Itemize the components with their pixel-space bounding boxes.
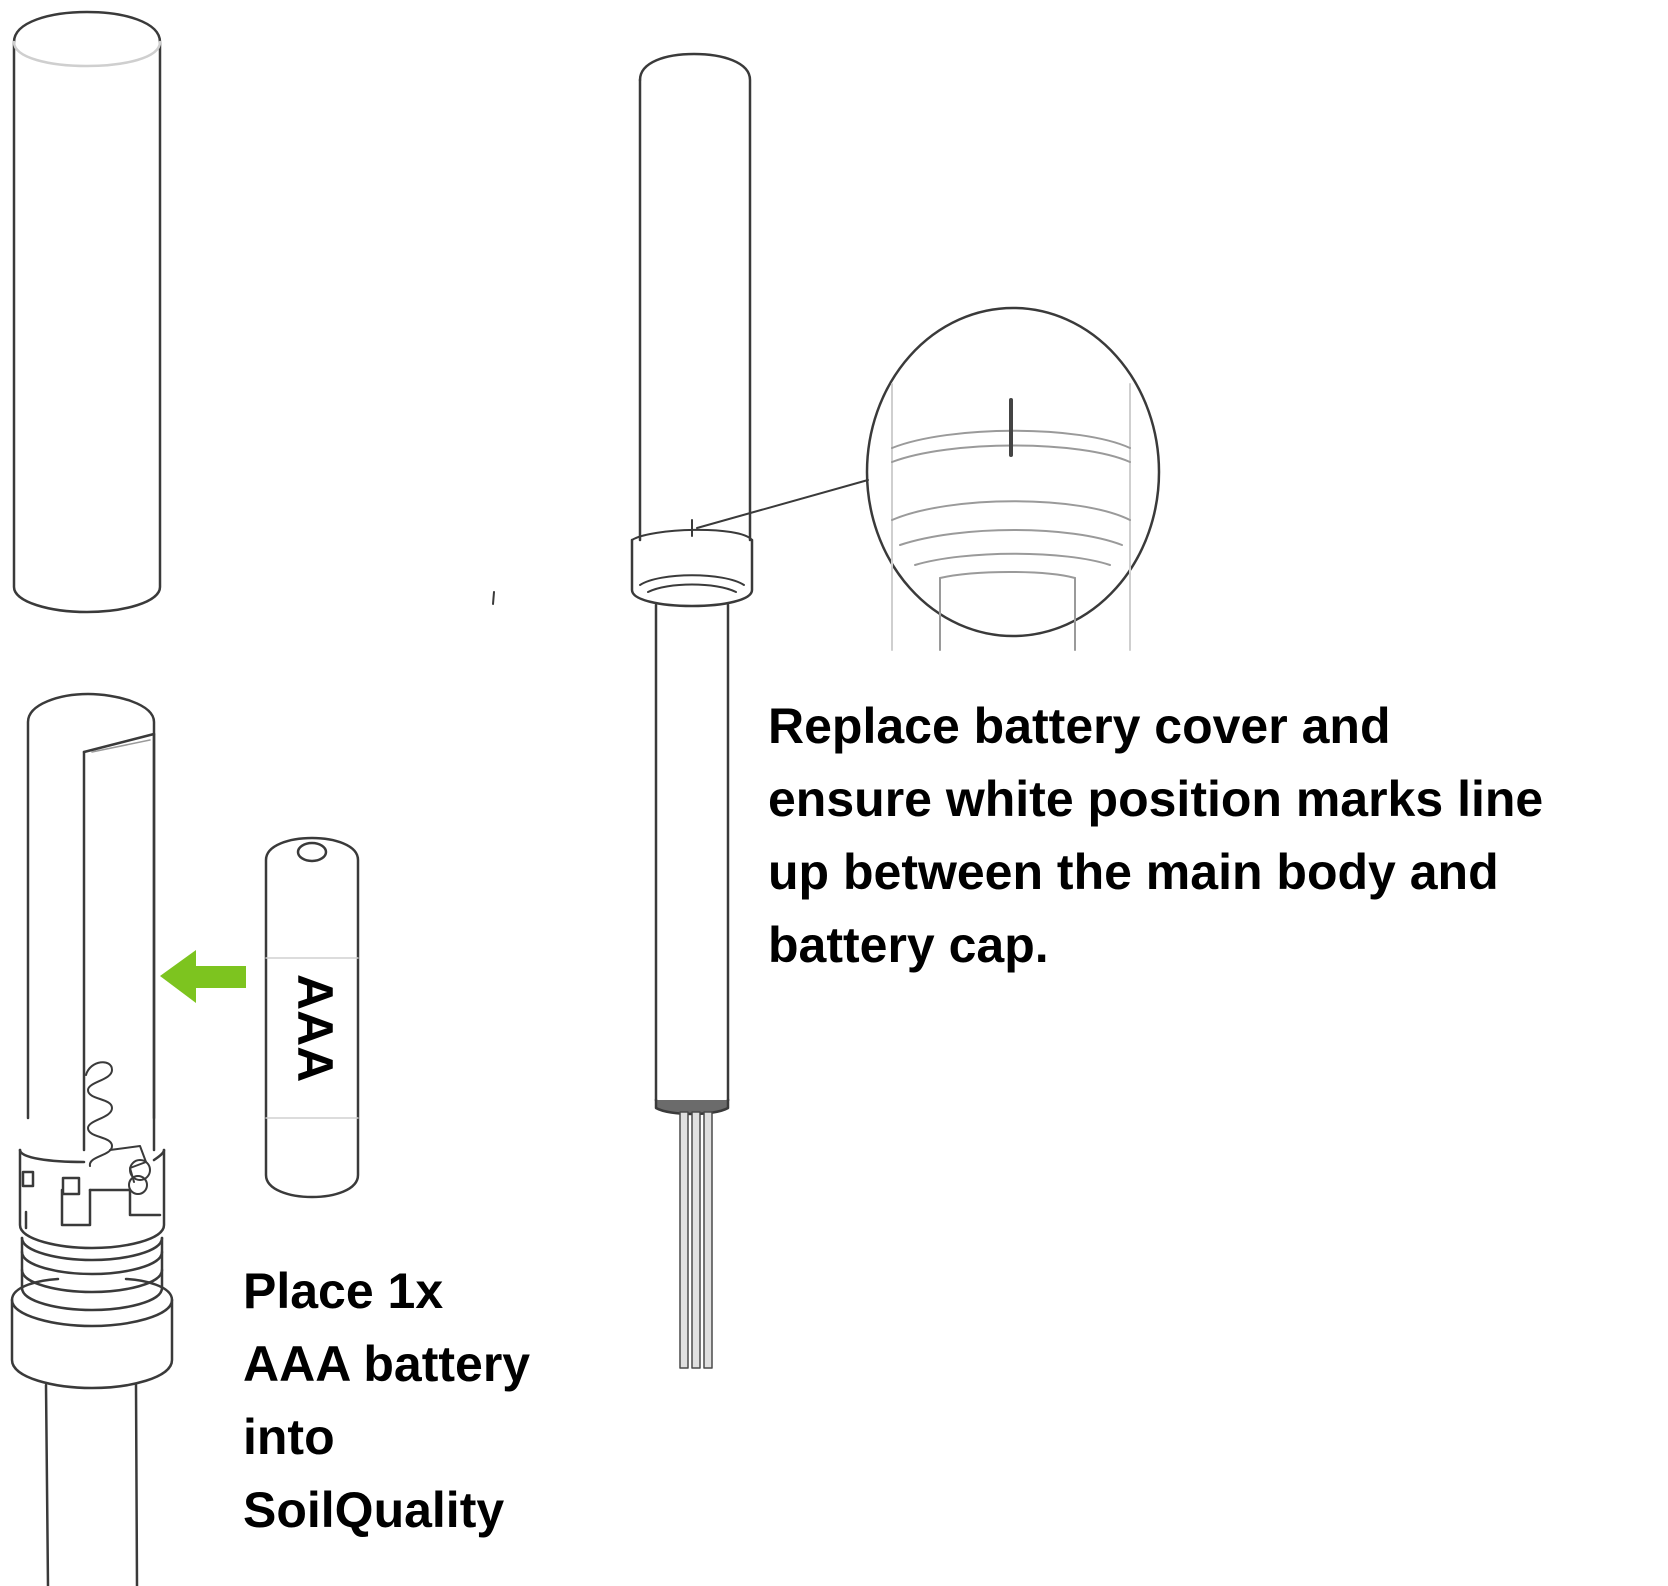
assembled-probe [630,52,754,1369]
stray-mark [492,591,495,605]
instruction-line: AAA battery [243,1336,531,1392]
instruction-line: Place 1x [243,1263,444,1319]
detail-zoom-circle [865,306,1161,651]
detail-callout-line [696,479,869,529]
instruction-line: into [243,1409,335,1465]
battery-cover-detached [12,10,162,614]
instruction-line: ensure white position marks line [768,771,1544,827]
instruction-line: SoilQuality [243,1482,505,1538]
arrow-left-icon [160,950,246,1003]
instruction-line: Replace battery cover and [768,698,1391,754]
replace-cover-instruction: Replace battery cover and ensure white p… [768,690,1543,982]
instruction-line: battery cap. [768,917,1049,973]
instruction-line: up between the main body and [768,844,1499,900]
place-battery-instruction: Place 1x AAA battery into SoilQuality [243,1255,530,1547]
battery-compartment-body [10,692,174,1586]
battery-label: AAA [287,974,343,1083]
battery-spring [85,1061,151,1195]
aaa-battery-icon [264,836,360,1199]
